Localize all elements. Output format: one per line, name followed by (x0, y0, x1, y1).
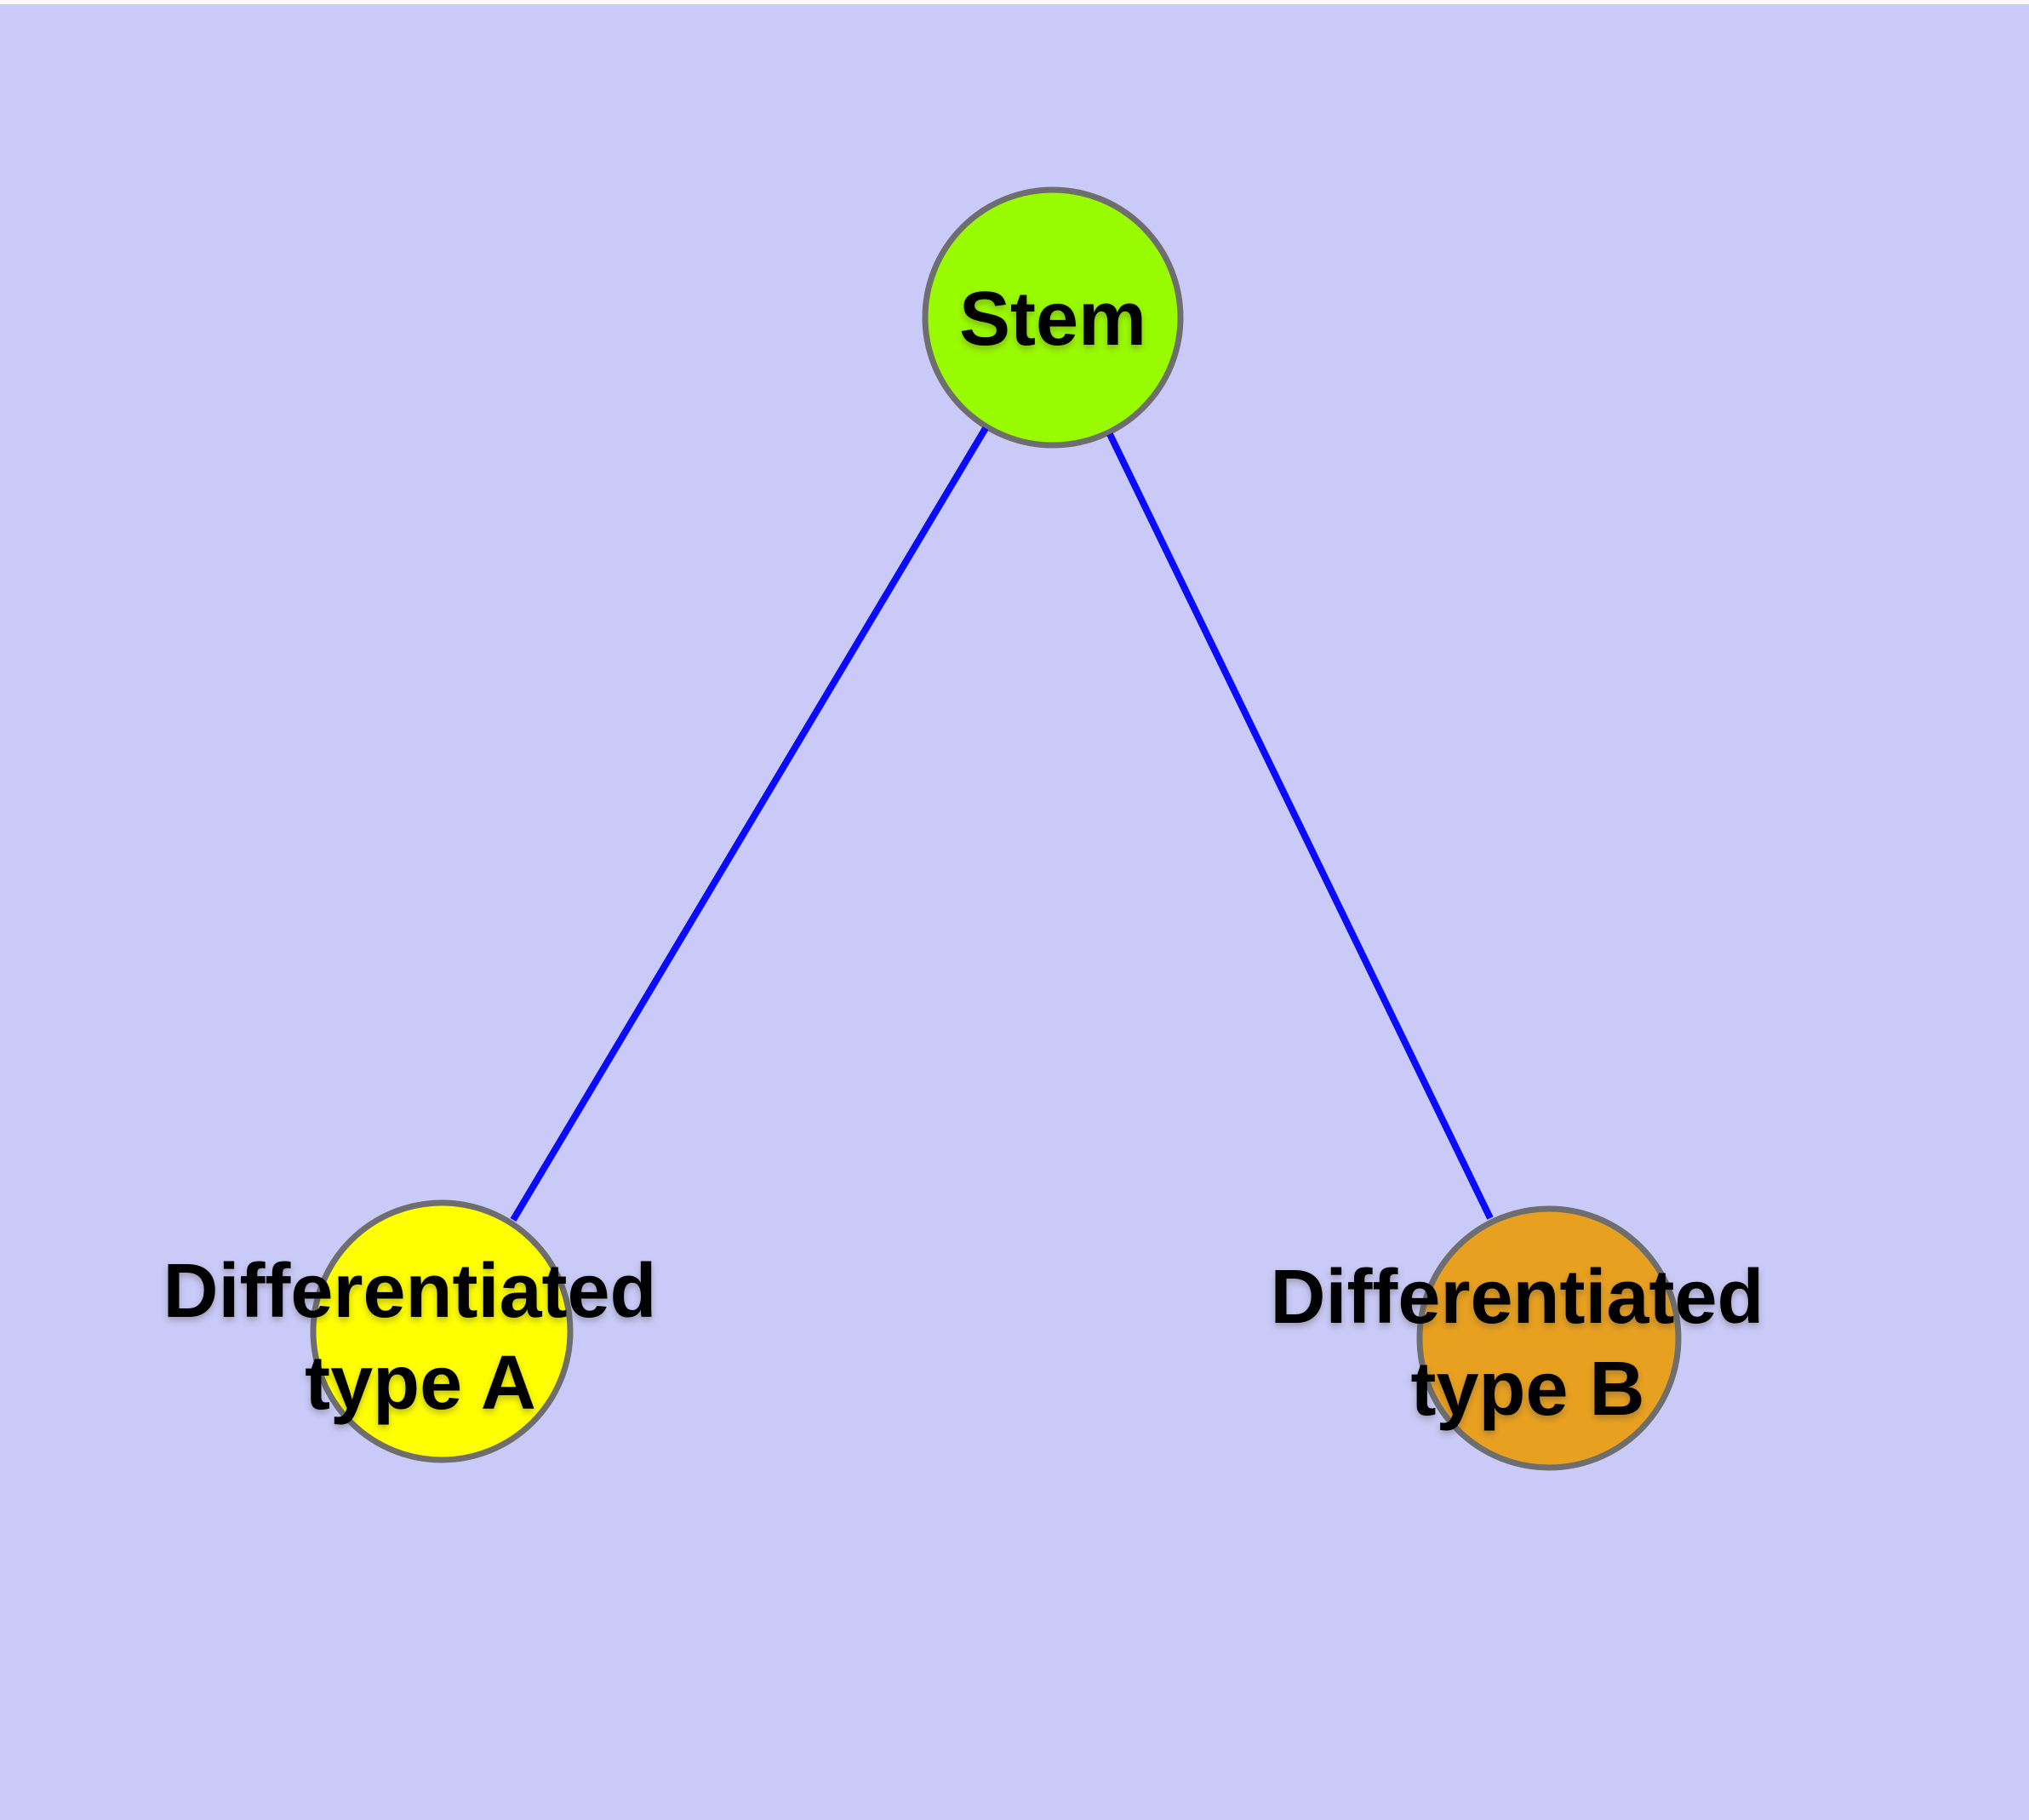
node-type-b-label-line1: Differentiated (1270, 1255, 1763, 1340)
node-differentiated-type-a[interactable] (310, 1199, 574, 1463)
node-type-a-label-line2: type A (305, 1341, 536, 1426)
node-differentiated-type-b[interactable] (1416, 1205, 1682, 1471)
node-stem[interactable] (922, 186, 1184, 449)
node-type-a-label-line1: Differentiated (163, 1249, 656, 1334)
top-edge-strip (0, 0, 2029, 4)
node-stem-label: Stem (959, 277, 1146, 362)
edge-stem-to-type-a[interactable] (510, 426, 989, 1222)
node-type-b-label: Differentiated type B (1270, 1255, 1785, 1432)
node-type-b-label-line2: type B (1410, 1347, 1644, 1432)
node-type-a-label: Differentiated type A (163, 1249, 677, 1426)
edge-stem-to-type-b[interactable] (1106, 432, 1494, 1220)
